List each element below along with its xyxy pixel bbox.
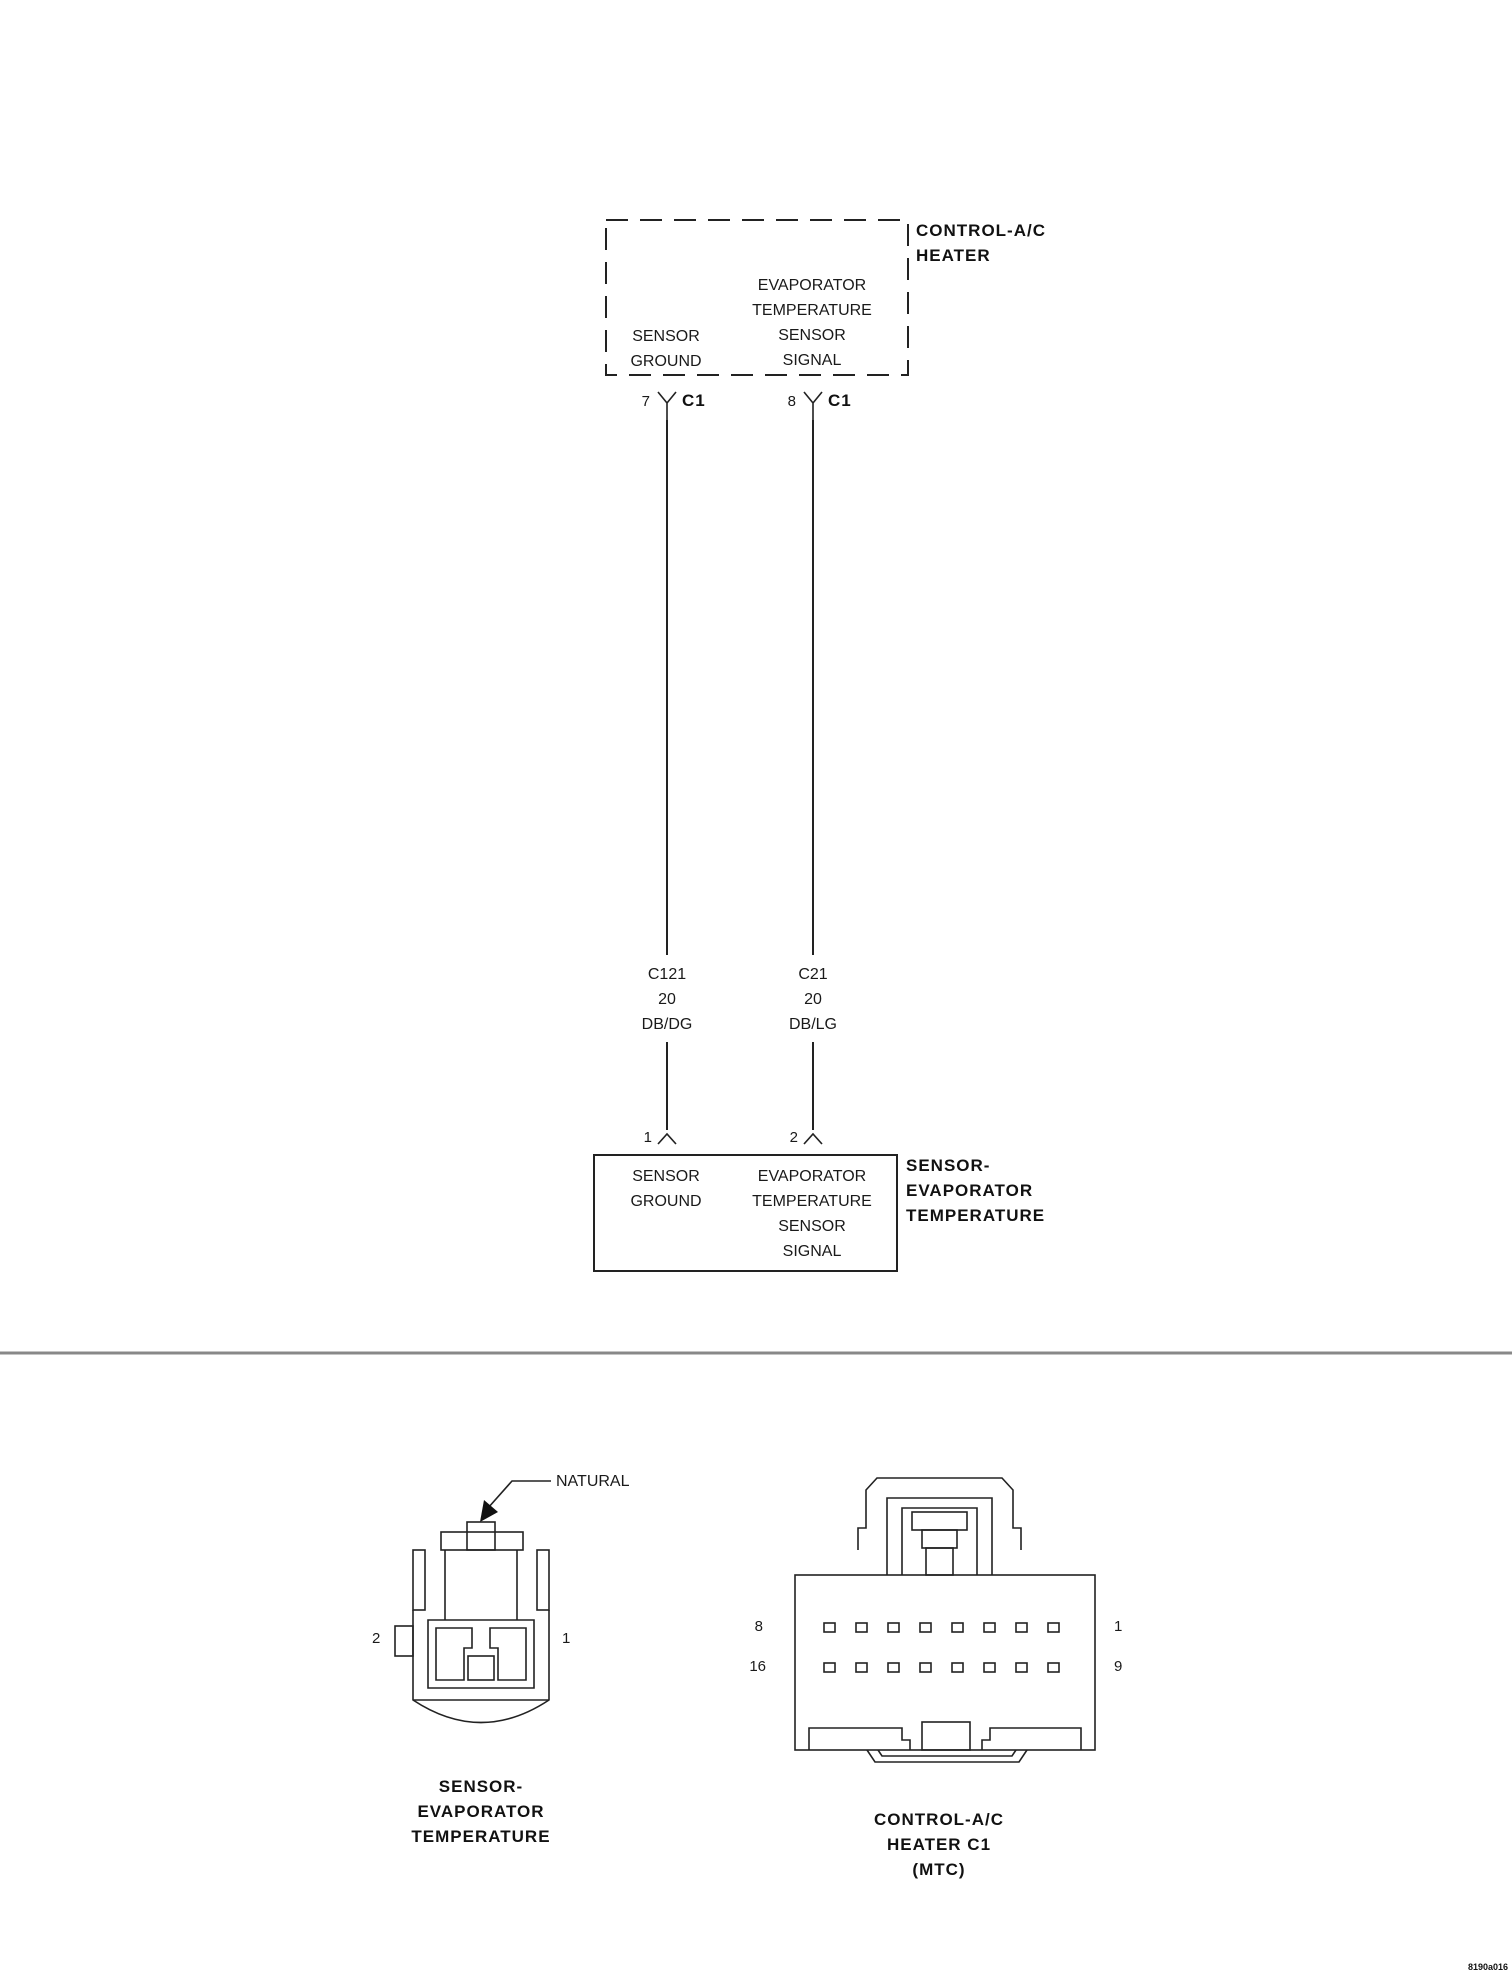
wires: C121 20 DB/DG C21 20 DB/LG: [642, 420, 837, 1130]
cavity: [983, 1622, 996, 1633]
module-pin-signal-symbol: [803, 391, 823, 420]
module-view-caption-3: (MTC): [912, 1860, 965, 1879]
sensor-color-callout: NATURAL: [556, 1473, 630, 1490]
sensor-view-pin-left: 2: [372, 1630, 380, 1647]
sensor-title-line-2: EVAPORATOR: [906, 1181, 1033, 1200]
module-signal-label-4: SIGNAL: [783, 352, 842, 369]
wire-ground-color: DB/DG: [642, 1016, 693, 1033]
sensor-view-caption-2: EVAPORATOR: [417, 1802, 544, 1821]
lock-inner-frame-2: [901, 1507, 978, 1575]
sensor-ground-label-1: SENSOR: [632, 1168, 700, 1185]
cavity-center-key: [467, 1655, 495, 1681]
sensor-pin-ground-symbol: [657, 1132, 677, 1145]
module-view-pin-bottom-right: 9: [1114, 1658, 1122, 1675]
module-connector-pins: 7 C1 8 C1: [642, 391, 852, 420]
module-view-pin-bottom-left: 16: [749, 1658, 766, 1675]
figure-id: 8190a016: [1468, 1962, 1508, 1972]
module-pin-signal: 8: [788, 393, 796, 410]
cavity: [983, 1662, 996, 1673]
sensor-pin-ground: 1: [644, 1129, 652, 1146]
module-view-pin-top-right: 1: [1114, 1618, 1122, 1635]
cavity: [951, 1662, 964, 1673]
module-signal-label-2: TEMPERATURE: [752, 302, 872, 319]
cavity: [855, 1662, 868, 1673]
cavity: [951, 1622, 964, 1633]
lock-housing-outer: [865, 1477, 1014, 1510]
lock-tab-3: [925, 1547, 954, 1576]
module-ground-label-1: SENSOR: [632, 328, 700, 345]
cavity-frame: [427, 1619, 535, 1689]
wire-ground-circuit: C121: [648, 966, 686, 983]
cavity: [1015, 1662, 1028, 1673]
cavity: [855, 1622, 868, 1633]
module-connector-id-signal: C1: [828, 391, 852, 410]
sensor-connector-face-view: NATURAL 2 1 SENSOR- EVAPORATOR TEMPERATU…: [372, 1473, 630, 1846]
module-view-caption-1: CONTROL-A/C: [874, 1810, 1004, 1829]
latch-top: [466, 1521, 496, 1551]
module-pin-ground: 7: [642, 393, 650, 410]
sensor-connector-pins: 1 2: [644, 1129, 823, 1146]
callout-leader: [487, 1480, 551, 1509]
cavity: [919, 1622, 932, 1633]
module-title-line-2: HEATER: [916, 246, 991, 265]
cavity-row-1: [823, 1622, 1060, 1633]
callout-arrowhead: [480, 1500, 498, 1522]
bottom-center-key: [921, 1721, 971, 1751]
cavity-row-2: [823, 1662, 1060, 1673]
sensor-pin-signal: 2: [790, 1129, 798, 1146]
sensor-signal-label-3: SENSOR: [778, 1218, 846, 1235]
wire-signal-color: DB/LG: [789, 1016, 837, 1033]
sensor-title-line-3: TEMPERATURE: [906, 1206, 1045, 1225]
module-signal-label-1: EVAPORATOR: [758, 277, 866, 294]
module-title-line-1: CONTROL-A/C: [916, 221, 1046, 240]
module-connector-face-view: 8 1 16 9 CONTROL-A/C HEATER C1 (MTC): [749, 1477, 1122, 1879]
sensor-signal-label-4: SIGNAL: [783, 1243, 842, 1260]
module-dashed-outline: [605, 219, 909, 376]
module-block: CONTROL-A/C HEATER SENSOR GROUND EVAPORA…: [605, 219, 1046, 376]
cavity: [1047, 1622, 1060, 1633]
cavity: [919, 1662, 932, 1673]
sensor-connector-body: [412, 1610, 550, 1724]
sensor-signal-label-1: EVAPORATOR: [758, 1168, 866, 1185]
cavity-pin-2: [435, 1627, 473, 1681]
lock-tab: [911, 1511, 968, 1531]
sensor-view-caption-3: TEMPERATURE: [411, 1827, 550, 1846]
bottom-skirt-inner: [877, 1749, 1017, 1757]
lock-tab-2: [921, 1529, 958, 1549]
module-view-caption-2: HEATER C1: [887, 1835, 991, 1854]
bottom-rib-left: [808, 1727, 911, 1750]
bottom-rib-right: [981, 1727, 1082, 1750]
cavity: [887, 1662, 900, 1673]
sensor-ground-label-2: GROUND: [630, 1193, 701, 1210]
sensor-block: SENSOR- EVAPORATOR TEMPERATURE SENSOR GR…: [593, 1154, 1045, 1272]
sensor-outline: [593, 1154, 898, 1272]
left-wing: [412, 1549, 426, 1611]
cavity: [823, 1622, 836, 1633]
lock-inner-frame: [886, 1497, 993, 1575]
side-nub: [394, 1625, 414, 1657]
cavity: [1015, 1622, 1028, 1633]
right-wing: [536, 1549, 550, 1611]
sensor-pin-signal-symbol: [803, 1132, 823, 1145]
module-view-pin-top-left: 8: [755, 1618, 763, 1635]
wire-signal-circuit: C21: [798, 966, 827, 983]
lock-housing-shoulders: [857, 1510, 1022, 1550]
sensor-view-pin-right: 1: [562, 1630, 570, 1647]
module-ground-label-2: GROUND: [630, 353, 701, 370]
sensor-title-line-1: SENSOR-: [906, 1156, 990, 1175]
module-connector-id-ground: C1: [682, 391, 706, 410]
cavity: [1047, 1662, 1060, 1673]
cavity: [887, 1622, 900, 1633]
sensor-signal-label-2: TEMPERATURE: [752, 1193, 872, 1210]
bottom-skirt: [866, 1749, 1028, 1763]
module-pin-ground-symbol: [657, 391, 677, 420]
wire-signal-gauge: 20: [804, 991, 822, 1008]
sensor-view-caption-1: SENSOR-: [439, 1777, 523, 1796]
latch-bar: [440, 1531, 524, 1551]
wire-ground-gauge: 20: [658, 991, 676, 1008]
cavity-pin-1: [489, 1627, 527, 1681]
module-signal-label-3: SENSOR: [778, 327, 846, 344]
cavity: [823, 1662, 836, 1673]
